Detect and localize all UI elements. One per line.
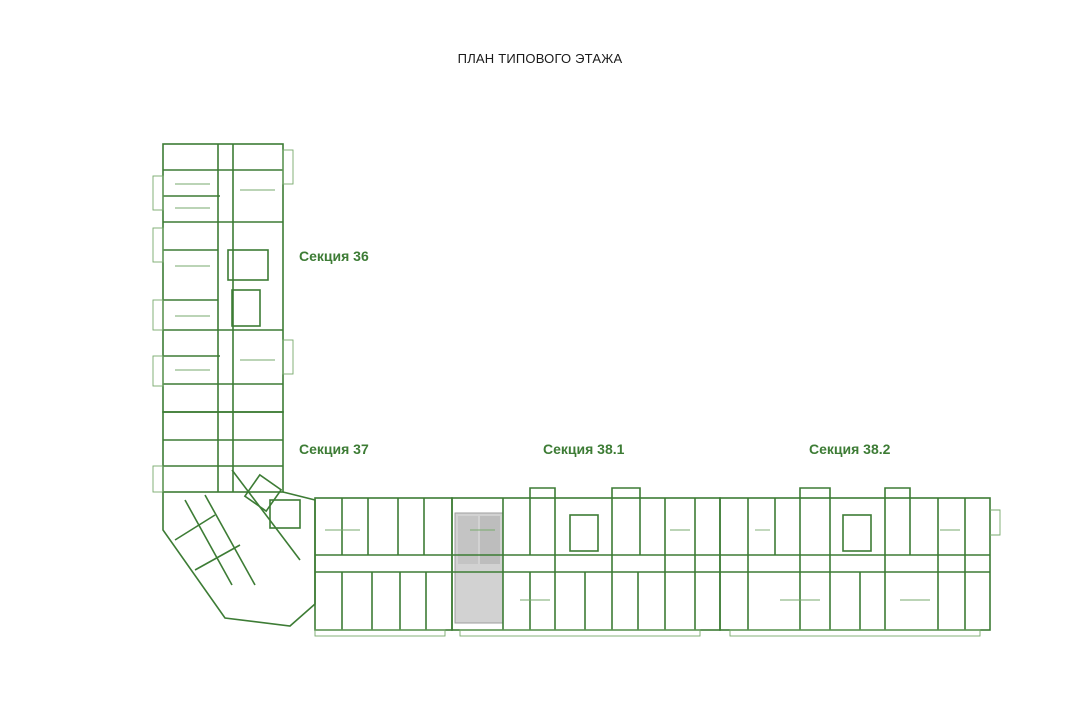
page-title: ПЛАН ТИПОВОГО ЭТАЖА [457,51,623,66]
section-label-38-1[interactable]: Секция 38.1 [543,441,625,457]
section-label-38-2[interactable]: Секция 38.2 [809,441,891,457]
section-37-block[interactable] [162,411,316,627]
section-38-1-block[interactable] [451,487,721,631]
section-label-37[interactable]: Секция 37 [299,441,369,457]
section-label-36[interactable]: Секция 36 [299,248,369,264]
section-37-wing[interactable] [314,497,453,631]
section-38-2-block[interactable] [719,487,991,631]
